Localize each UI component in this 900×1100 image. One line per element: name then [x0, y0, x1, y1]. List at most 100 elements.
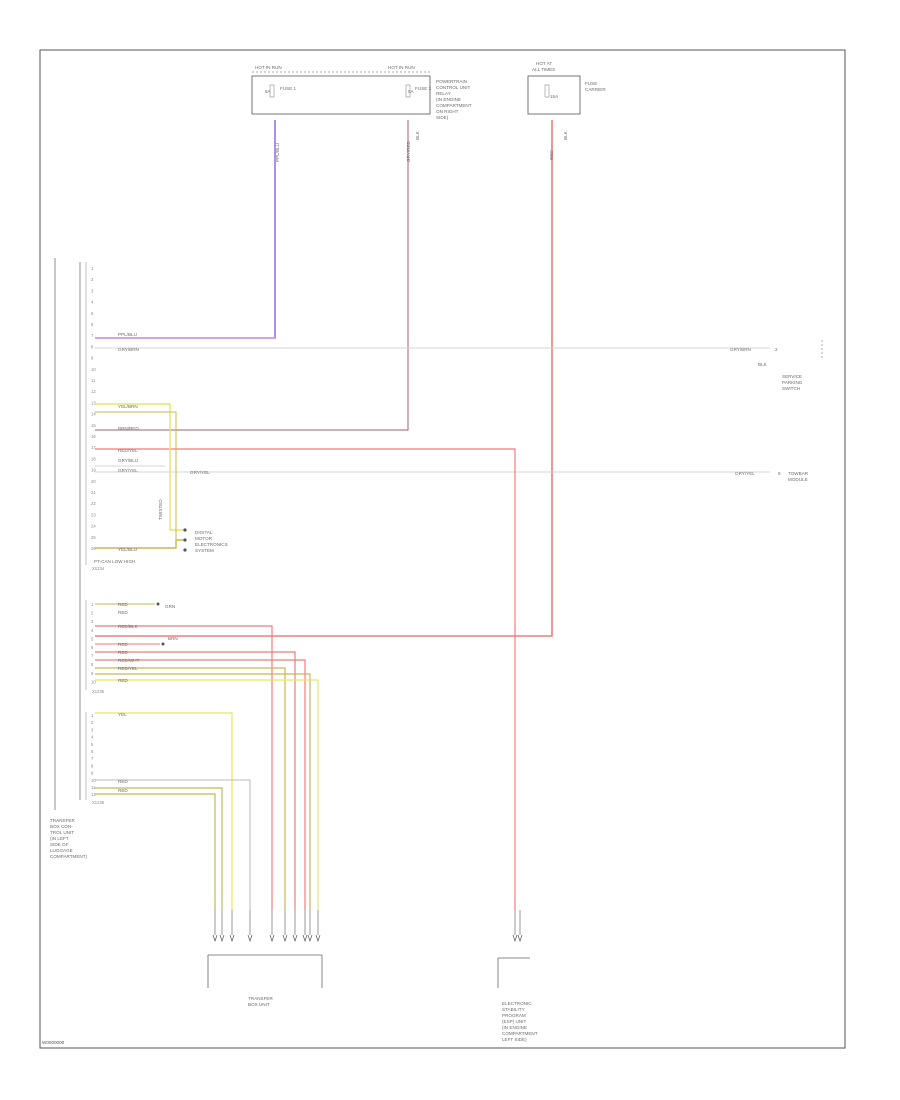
wire-purple — [95, 120, 276, 339]
pin-label: 10 — [91, 778, 96, 783]
svg-text:POWERTRAIN: POWERTRAIN — [436, 79, 467, 84]
svg-text:BLK: BLK — [415, 130, 420, 140]
pin-arrow — [212, 934, 218, 943]
connector-a-pins: 1234567891011121314151617181920212223242… — [91, 266, 96, 551]
svg-text:RELAY: RELAY — [436, 91, 451, 96]
pin-arrow — [517, 934, 523, 943]
svg-text:5: 5 — [778, 471, 781, 476]
pin-label: 18 — [91, 456, 96, 461]
wire-red-fuse3 — [95, 120, 553, 637]
svg-text:GRY/YEL: GRY/YEL — [118, 468, 138, 473]
svg-text:BRN/RED: BRN/RED — [118, 426, 139, 431]
svg-text:YEL/BLU: YEL/BLU — [118, 547, 137, 552]
pin-label: 26 — [91, 546, 96, 551]
svg-text:MOTOR: MOTOR — [195, 536, 213, 541]
svg-text:PARKING: PARKING — [782, 380, 803, 385]
svg-text:SWITCH: SWITCH — [782, 386, 800, 391]
pin-label: 9 — [91, 771, 94, 776]
pin-label: 22 — [91, 501, 96, 506]
svg-text:GRY/RED: GRY/RED — [406, 140, 411, 162]
pin-label: 10 — [91, 679, 96, 684]
wire-b-red-1 — [95, 625, 273, 910]
svg-text:(IN LEFT: (IN LEFT — [50, 836, 69, 841]
svg-text:(IN ENGINE: (IN ENGINE — [502, 1025, 527, 1030]
svg-text:ALL TIMES: ALL TIMES — [532, 67, 555, 72]
pin-label: 21 — [91, 490, 96, 495]
svg-text:TWISTED: TWISTED — [158, 499, 163, 520]
pin-label: 3 — [91, 727, 94, 732]
svg-text:COMPARTMENT: COMPARTMENT — [502, 1031, 538, 1036]
wire-olive-can — [95, 411, 177, 540]
svg-text:PT-CAN LOW HIGH: PT-CAN LOW HIGH — [94, 559, 135, 564]
svg-text:(IN ENGINE: (IN ENGINE — [436, 97, 461, 102]
svg-text:RED: RED — [118, 610, 128, 615]
esp-unit: ELECTRONIC STABILITY PROGRAM (ESP) UNIT … — [497, 957, 538, 1042]
svg-text:BLK: BLK — [563, 130, 568, 140]
pin-label: 9 — [91, 356, 94, 361]
pin-label: 5 — [91, 311, 94, 316]
pin-label: 17 — [91, 445, 96, 450]
wire-labels: PPL/BLU GRY/BRN YEL/BRN BRN/RED RED/YEL … — [94, 332, 210, 793]
frame-code: W0000000 — [42, 1040, 65, 1045]
pin-arrow — [269, 934, 275, 943]
svg-text:SIDE OF: SIDE OF — [50, 842, 69, 847]
fuse-box-3: HOT AT ALL TIMES 15A FUSE CARRIER — [527, 61, 606, 115]
pin-arrow — [247, 934, 253, 943]
svg-text:RED: RED — [118, 602, 128, 607]
svg-text:GRN: GRN — [165, 604, 175, 609]
pin-label: 5 — [91, 742, 94, 747]
svg-text:RED: RED — [118, 788, 128, 793]
svg-text:GRY/BRN: GRY/BRN — [118, 347, 139, 352]
wire-c-olive-1 — [95, 787, 223, 910]
wire-yellow-can-2 — [95, 539, 185, 549]
svg-text:MODULE: MODULE — [788, 477, 808, 482]
pin-label: 3 — [91, 619, 94, 624]
pin-label: 2 — [91, 720, 94, 725]
connector-code-a: X1234 — [92, 566, 105, 571]
pin-label: 3 — [91, 288, 94, 293]
svg-text:CONTROL UNIT: CONTROL UNIT — [436, 85, 470, 90]
pin-label: 7 — [91, 756, 94, 761]
svg-text:15A: 15A — [550, 94, 559, 99]
svg-text:YEL: YEL — [118, 712, 127, 717]
pin-label: 10 — [91, 367, 96, 372]
svg-text:5A: 5A — [408, 89, 415, 94]
svg-text:YEL/BRN: YEL/BRN — [118, 404, 138, 409]
svg-text:ELECTRONIC: ELECTRONIC — [502, 1001, 532, 1006]
pin-label: 13 — [91, 400, 96, 405]
svg-text:FUSE: FUSE — [585, 81, 597, 86]
pin-label: 12 — [91, 389, 96, 394]
svg-text:(ESP) UNIT: (ESP) UNIT — [502, 1019, 526, 1024]
svg-text:TROL UNIT: TROL UNIT — [50, 830, 74, 835]
pin-label: 2 — [91, 611, 94, 616]
fuse-box-1-2: HOT IN RUN HOT IN RUN 5A 5A FUSE 1 FUSE … — [251, 65, 432, 115]
wire-b-olive-2 — [95, 673, 311, 910]
svg-text:TRANSFER: TRANSFER — [50, 818, 75, 823]
svg-text:PROGRAM: PROGRAM — [502, 1013, 526, 1018]
wire-b-red-4 — [95, 659, 306, 910]
svg-text:ON RIGHT: ON RIGHT — [436, 109, 459, 114]
svg-text:RED: RED — [118, 642, 128, 647]
svg-text:RED: RED — [118, 779, 128, 784]
pin-label: 11 — [91, 785, 96, 790]
pin-arrow — [512, 934, 518, 943]
svg-text:GRY/BRN: GRY/BRN — [730, 347, 751, 352]
svg-text:RED: RED — [118, 678, 128, 683]
svg-text:RED/WHT: RED/WHT — [118, 658, 140, 663]
svg-text:GRY/BLU: GRY/BLU — [118, 458, 138, 463]
wire-dark-red — [95, 120, 409, 431]
svg-text:SIDE): SIDE) — [436, 115, 449, 120]
wire-b-red-3 — [95, 651, 296, 910]
pin-arrow — [315, 934, 321, 943]
pin-label: 20 — [91, 479, 96, 484]
pin-arrow — [302, 934, 308, 943]
wire-b-yellow-2 — [95, 679, 319, 910]
pin-label: 6 — [91, 645, 94, 650]
svg-text:LEFT SIDE): LEFT SIDE) — [502, 1037, 527, 1042]
svg-text:SERVICE: SERVICE — [782, 374, 802, 379]
pin-label: 9 — [91, 671, 94, 676]
svg-text:ELECTRONICS: ELECTRONICS — [195, 542, 228, 547]
svg-text:5A: 5A — [265, 89, 272, 94]
svg-text:GRY/YEL: GRY/YEL — [190, 470, 210, 475]
svg-text:BLK: BLK — [758, 362, 768, 367]
